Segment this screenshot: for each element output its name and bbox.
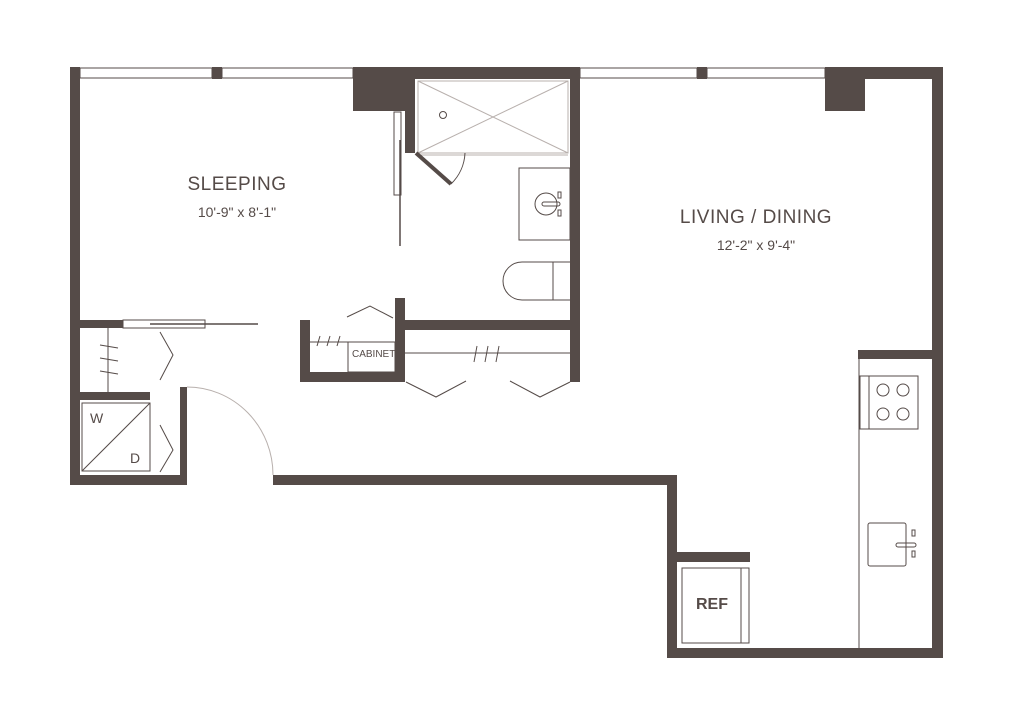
washer-dryer bbox=[81, 402, 151, 472]
walls bbox=[70, 67, 943, 658]
toilet bbox=[502, 261, 570, 301]
room-dimensions: 12'-2" x 9'-4" bbox=[716, 237, 796, 253]
bathroom-sink bbox=[518, 167, 571, 241]
bathroom-door[interactable] bbox=[414, 151, 466, 186]
stove bbox=[859, 375, 919, 430]
washer-label: W bbox=[90, 410, 104, 426]
hall-closet bbox=[405, 345, 571, 398]
cabinet-label: CABINET bbox=[352, 349, 396, 360]
refrigerator-label: REF bbox=[696, 596, 728, 613]
shower bbox=[417, 80, 569, 156]
room-dimensions: 10'-9" x 8'-1" bbox=[197, 204, 277, 220]
refrigerator bbox=[681, 567, 750, 644]
kitchen-sink bbox=[867, 522, 917, 567]
room-living-dining: LIVING / DINING 12'-2" x 9'-4" bbox=[680, 207, 832, 253]
room-sleeping: SLEEPING 10'-9" x 8'-1" bbox=[187, 174, 286, 220]
room-name: LIVING / DINING bbox=[679, 207, 833, 228]
room-name: SLEEPING bbox=[187, 174, 287, 195]
dryer-label: D bbox=[130, 450, 141, 466]
sleeping-closet bbox=[99, 319, 258, 473]
cabinet-closet bbox=[310, 305, 396, 373]
sliding-door-bath[interactable] bbox=[393, 111, 402, 246]
entry-door[interactable] bbox=[186, 386, 274, 476]
